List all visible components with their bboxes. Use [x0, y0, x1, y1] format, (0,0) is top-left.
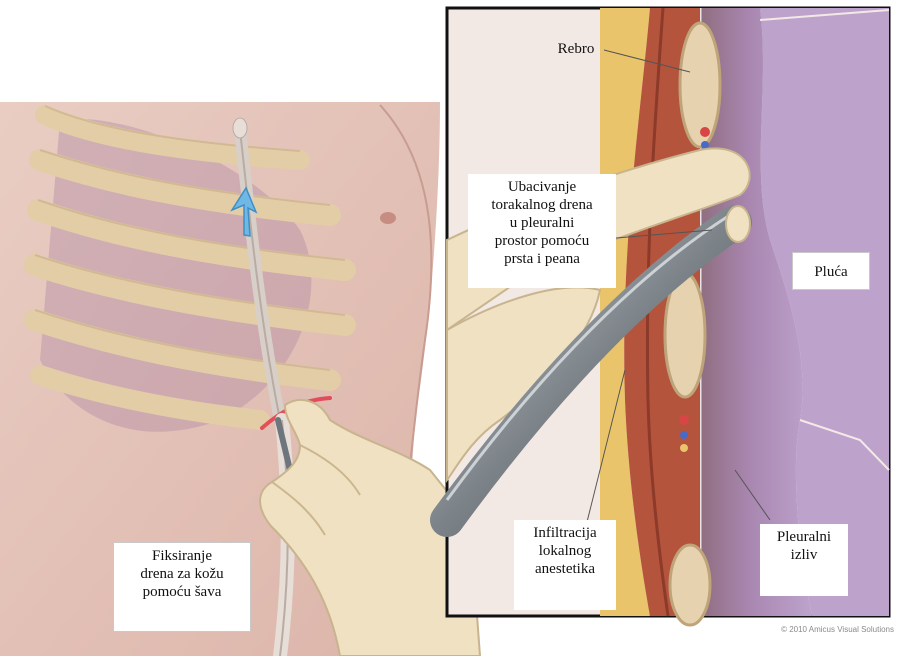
- label-pleural-effusion: Pleuralni izliv: [760, 524, 848, 596]
- rib-cross-section: [680, 23, 720, 147]
- label-tube-fixation: Fiksiranje drena za kožu pomoću šava: [113, 542, 251, 632]
- label-rebro: Rebro: [540, 36, 612, 62]
- tube-opening: [726, 206, 750, 242]
- label-tube-insertion: Ubacivanje torakalnog drena u pleuralni …: [468, 174, 616, 288]
- label-lung: Pluća: [792, 252, 870, 290]
- nipple: [380, 212, 396, 224]
- label-local-anesthetic: Infiltracija lokalnog anestetika: [514, 520, 616, 610]
- copyright-notice: © 2010 Amicus Visual Solutions: [734, 625, 894, 634]
- chest-tube-tip: [233, 118, 247, 138]
- rib-cross-section: [670, 545, 710, 625]
